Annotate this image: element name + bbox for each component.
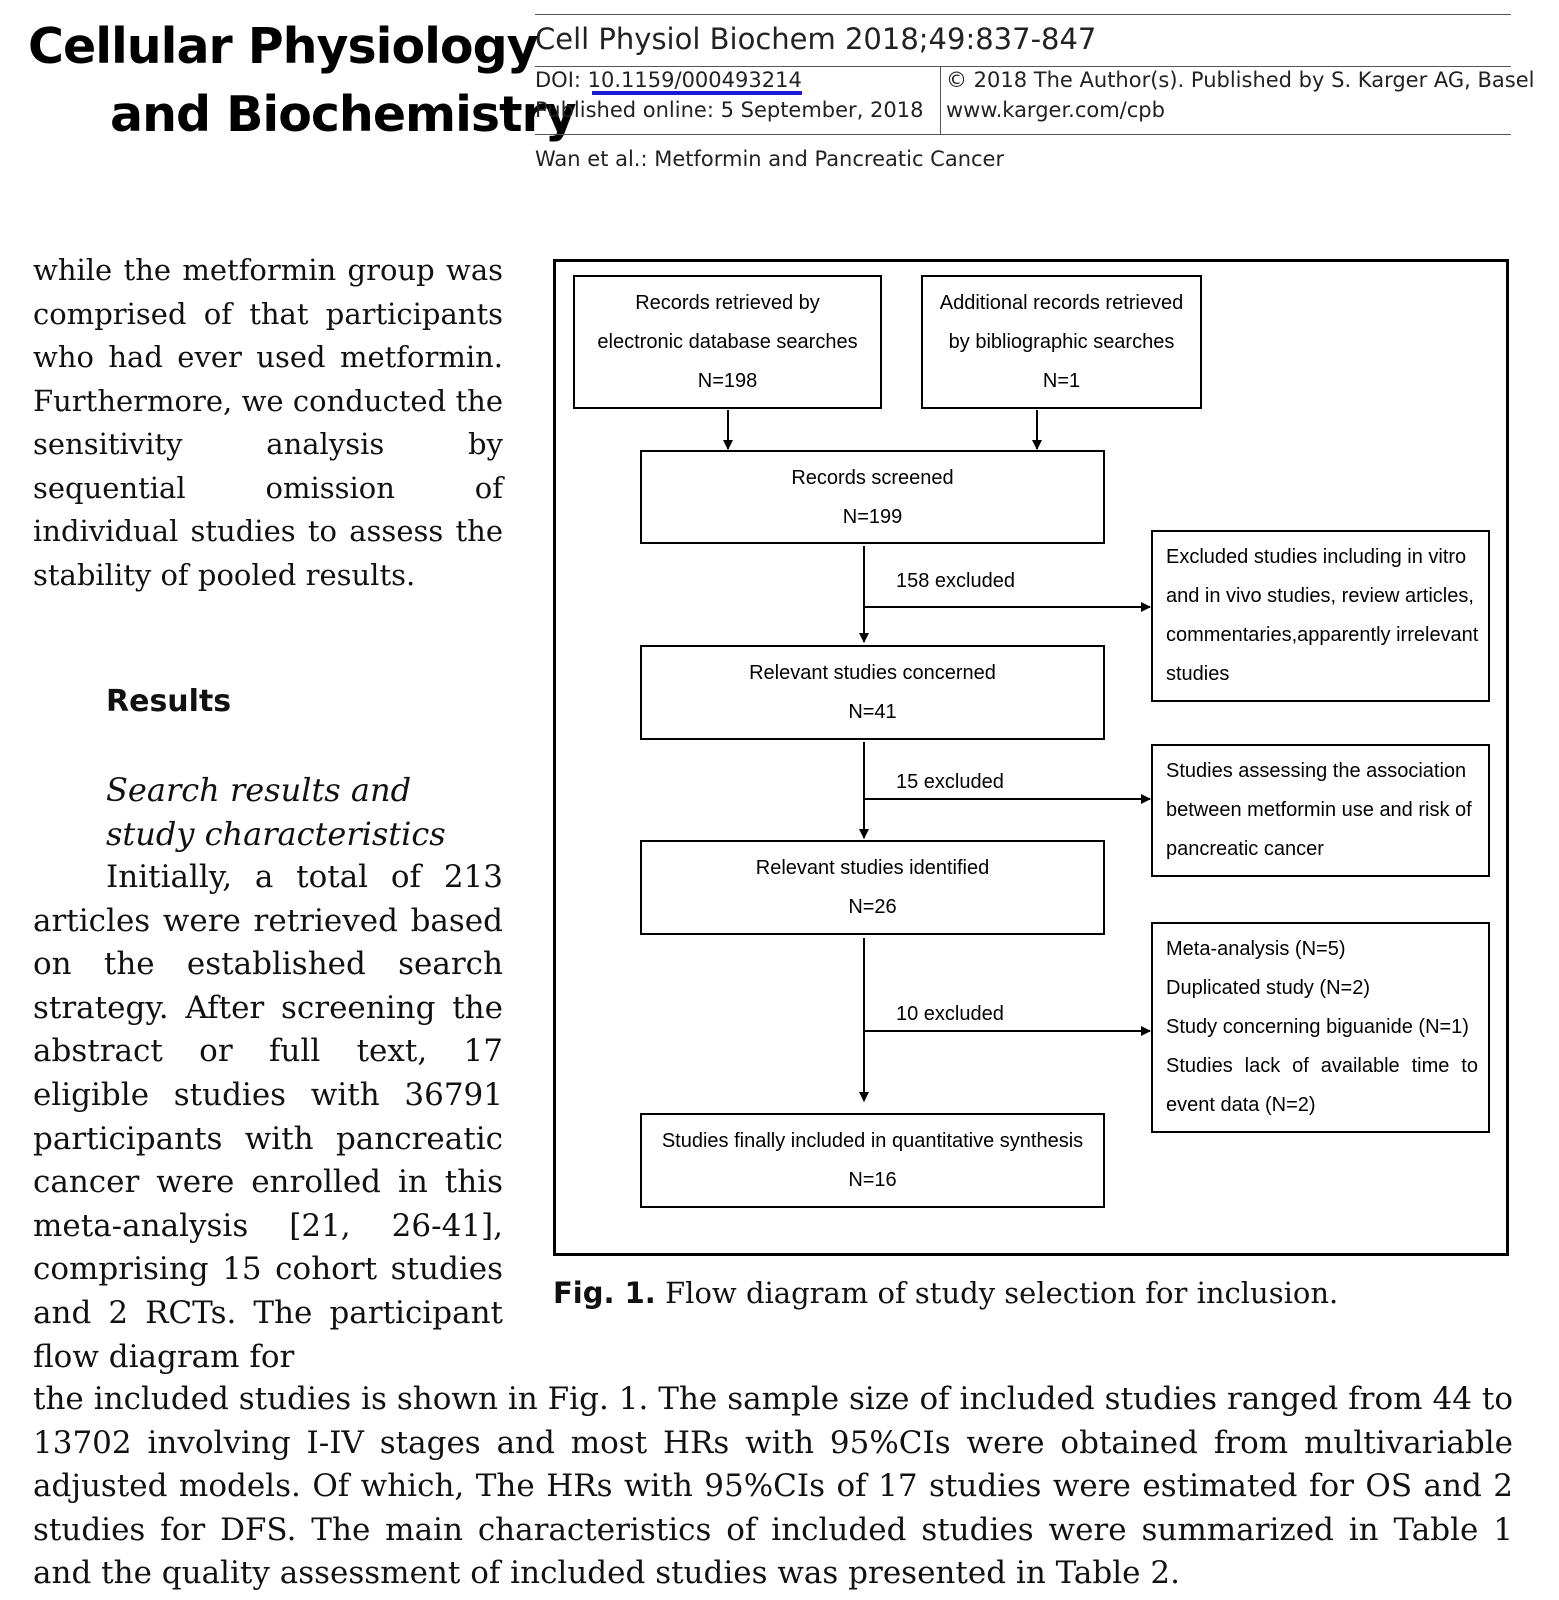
website-link[interactable]: www.karger.com/cpb <box>946 98 1165 122</box>
header-rule-bottom <box>535 134 1511 135</box>
box-line: Duplicated study (N=2) <box>1166 977 1370 999</box>
box-records-bibliographic: Additional records retrieved by bibliogr… <box>921 275 1202 409</box>
box-line: between metformin use and risk of <box>1166 799 1472 821</box>
box-line: Relevant studies concerned <box>749 662 996 684</box>
running-title: Wan et al.: Metformin and Pancreatic Can… <box>535 147 1005 171</box>
box-line: N=41 <box>848 701 897 723</box>
published-date: Published online: 5 September, 2018 <box>535 98 924 122</box>
box-line: Studies lack of available time to <box>1166 1055 1478 1077</box>
box-line: Study concerning biguanide (N=1) <box>1166 1016 1469 1038</box>
box-line: and in vivo studies, review articles, <box>1166 585 1474 607</box>
header-rule-mid <box>535 66 1511 67</box>
box-excluded-reasons-2: Studies assessing the association betwee… <box>1151 744 1490 877</box>
box-line: electronic database searches <box>597 331 858 353</box>
excluded-count-3: 10 excluded <box>896 1003 1004 1025</box>
lead-paragraph: while the metformin group was comprised … <box>33 253 503 592</box>
box-line: N=199 <box>842 506 903 528</box>
box-line: N=16 <box>848 1169 897 1191</box>
results-paragraph-column: Initially, a total of 213 articles were … <box>33 856 503 1379</box>
figure-caption-label: Fig. 1. <box>553 1276 656 1310</box>
box-line: by bibliographic searches <box>948 331 1175 353</box>
results-paragraph-full: the included studies is shown in Fig. 1.… <box>33 1381 1513 1592</box>
box-line: Studies finally included in quantitative… <box>661 1130 1084 1152</box>
box-line: Records screened <box>791 467 954 489</box>
citation: Cell Physiol Biochem 2018;49:837-847 <box>535 22 1097 56</box>
box-studies-identified: Relevant studies identified N=26 <box>640 840 1105 935</box>
excluded-count-1: 158 excluded <box>896 570 1015 592</box>
header-rule-top <box>535 14 1511 15</box>
box-line: commentaries,apparently irrelevant <box>1166 624 1479 646</box>
box-records-screened: Records screened N=199 <box>640 450 1105 544</box>
doi-line: DOI: 10.1159/000493214 <box>535 68 802 92</box>
excluded-count-2: 15 excluded <box>896 771 1004 793</box>
box-records-database: Records retrieved by electronic database… <box>573 275 882 409</box>
copyright: © 2018 The Author(s). Published by S. Ka… <box>946 68 1535 92</box>
box-line: Records retrieved by <box>635 292 820 314</box>
section-heading: Results <box>106 684 232 719</box>
figure-caption: Fig. 1. Flow diagram of study selection … <box>553 1276 1338 1310</box>
doi-label: DOI: <box>535 68 588 92</box>
box-line: N=26 <box>848 896 897 918</box>
journal-title-line2: and Biochemistry <box>110 86 577 143</box>
box-excluded-reasons-1: Excluded studies including in vitro and … <box>1151 530 1490 702</box>
doi-link[interactable]: 10.1159/000493214 <box>587 68 802 92</box>
box-excluded-reasons-3: Meta-analysis (N=5) Duplicated study (N=… <box>1151 922 1490 1133</box>
journal-title-line1: Cellular Physiology <box>28 18 539 75</box>
box-line: Additional records retrieved <box>939 292 1184 314</box>
box-studies-concerned: Relevant studies concerned N=41 <box>640 645 1105 740</box>
box-line: studies <box>1166 663 1230 685</box>
box-line: N=1 <box>1042 370 1081 392</box>
box-line: pancreatic cancer <box>1166 838 1324 860</box>
box-line: Relevant studies identified <box>755 857 990 879</box>
box-line: Studies assessing the association <box>1166 760 1467 782</box>
figure-caption-text: Flow diagram of study selection for incl… <box>655 1276 1339 1310</box>
box-line: N=198 <box>697 370 758 392</box>
box-line: Excluded studies including in vitro <box>1166 546 1467 568</box>
results-paragraph-text: Initially, a total of 213 articles were … <box>33 859 503 1375</box>
box-line: event data (N=2) <box>1166 1094 1316 1116</box>
header-divider <box>940 66 941 134</box>
subheading: Search results and study characteristics <box>106 771 446 853</box>
box-line: Meta-analysis (N=5) <box>1166 938 1346 960</box>
figure-frame <box>553 259 1509 1256</box>
box-studies-included: Studies finally included in quantitative… <box>640 1113 1105 1208</box>
